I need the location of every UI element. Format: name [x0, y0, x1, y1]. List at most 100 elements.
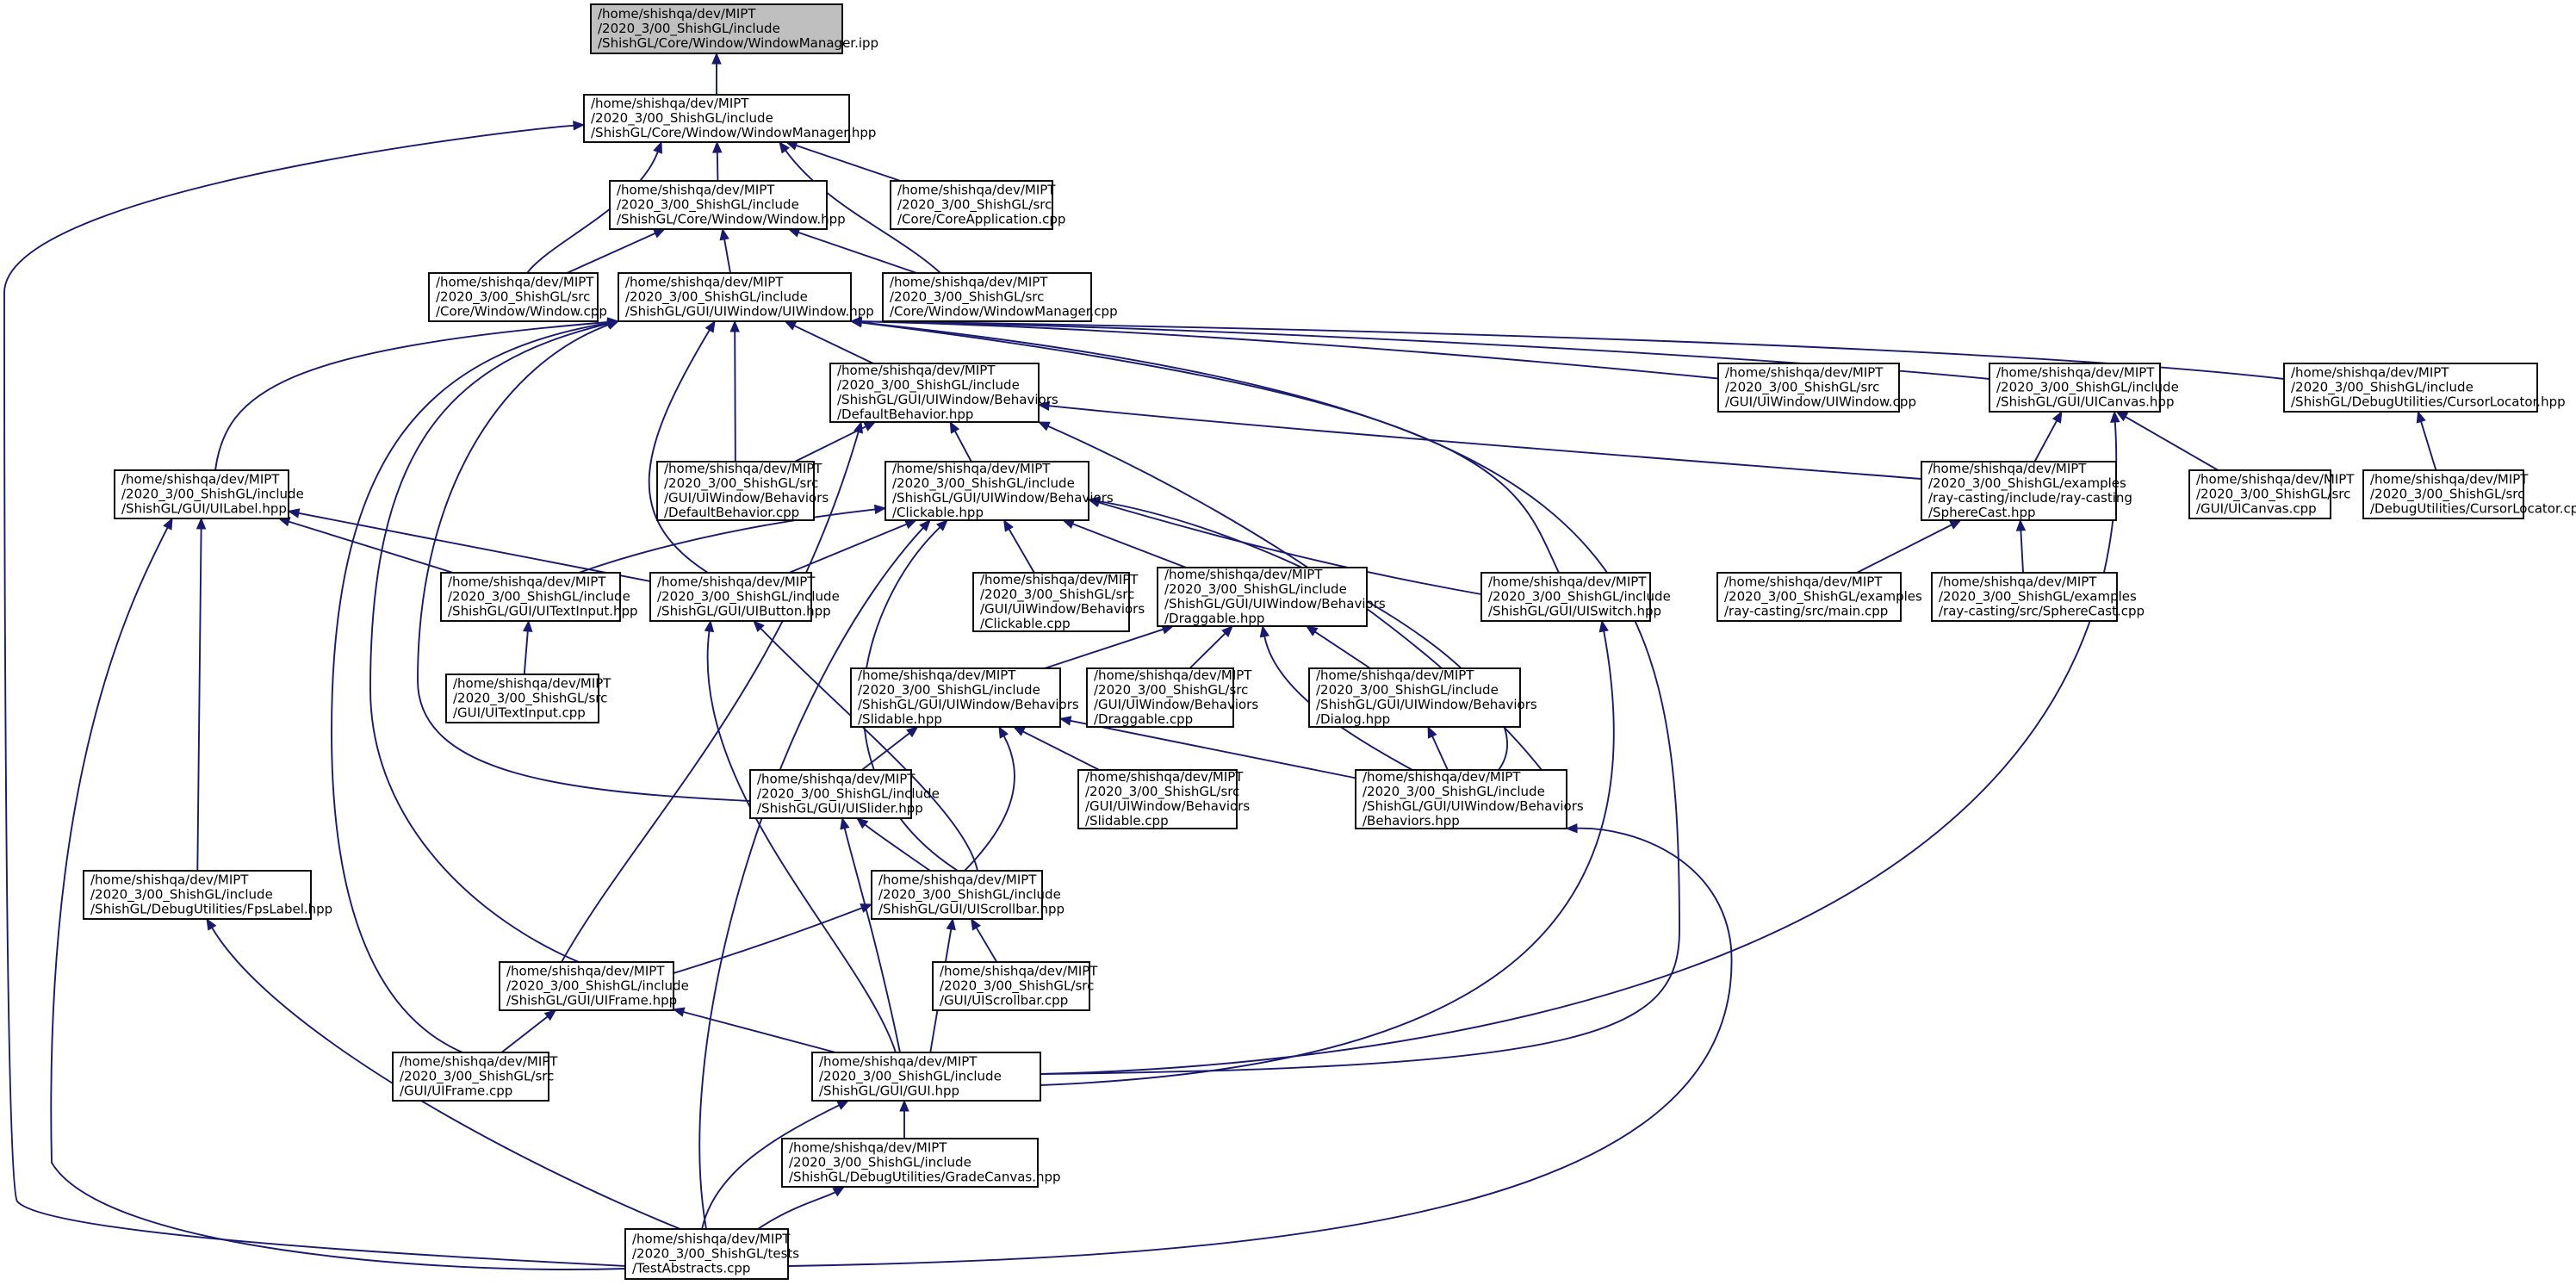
node-box-testabstracts_cpp[interactable]: [624, 1228, 789, 1280]
node-coreapp_cpp[interactable]: /home/shishqa/dev/MIPT/2020_3/00_ShishGL…: [890, 180, 1065, 230]
node-box-uiframe_hpp[interactable]: [499, 961, 674, 1011]
node-box-uiwindow_cpp[interactable]: [1717, 363, 1900, 413]
node-defbeh_cpp[interactable]: /home/shishqa/dev/MIPT/2020_3/00_ShishGL…: [656, 461, 829, 521]
node-box-clickable_hpp[interactable]: [885, 461, 1089, 521]
node-box-wm_ipp[interactable]: [590, 3, 843, 54]
node-box-uilabel_hpp[interactable]: [114, 469, 289, 519]
node-label-line: /GUI/UICanvas.cpp: [2196, 501, 2317, 517]
node-uiswitch_hpp[interactable]: /home/shishqa/dev/MIPT/2020_3/00_ShishGL…: [1480, 572, 1671, 622]
node-label-line: /Core/Window/WindowManager.cpp: [890, 304, 1118, 320]
node-box-defbeh_hpp[interactable]: [829, 363, 1040, 423]
node-cursorloc_cpp[interactable]: /home/shishqa/dev/MIPT/2020_3/00_ShishGL…: [2362, 469, 2576, 519]
node-box-wm_cpp[interactable]: [882, 272, 1092, 322]
node-clickable_cpp[interactable]: /home/shishqa/dev/MIPT/2020_3/00_ShishGL…: [972, 572, 1145, 632]
node-box-wm_hpp[interactable]: [583, 94, 850, 143]
node-box-uitextinput_hpp[interactable]: [440, 572, 621, 622]
node-window_cpp[interactable]: /home/shishqa/dev/MIPT/2020_3/00_ShishGL…: [428, 272, 607, 322]
node-label-line: /TestAbstracts.cpp: [632, 1261, 750, 1276]
node-box-uicanvas_hpp[interactable]: [1989, 363, 2161, 413]
node-gradecanvas_hpp[interactable]: /home/shishqa/dev/MIPT/2020_3/00_ShishGL…: [781, 1138, 1061, 1188]
edge-defbeh_cpp-to-defbeh_hpp: [794, 425, 866, 462]
node-uiscrollbar_hpp[interactable]: /home/shishqa/dev/MIPT/2020_3/00_ShishGL…: [871, 870, 1065, 920]
node-box-defbeh_cpp[interactable]: [656, 461, 815, 521]
node-box-uicanvas_cpp[interactable]: [2188, 469, 2331, 519]
node-uitextinput_hpp[interactable]: /home/shishqa/dev/MIPT/2020_3/00_ShishGL…: [440, 572, 638, 622]
arrowhead-testabstracts_cpp-to-clickable_hpp: [919, 519, 931, 532]
node-label-line: /home/shishqa/dev/MIPT: [1996, 365, 2155, 381]
node-label-line: /GUI/UITextInput.cpp: [453, 705, 586, 721]
node-box-main_cpp[interactable]: [1716, 572, 1902, 622]
node-slidable_hpp[interactable]: /home/shishqa/dev/MIPT/2020_3/00_ShishGL…: [850, 667, 1079, 728]
node-box-slidable_hpp[interactable]: [850, 667, 1061, 728]
node-slidable_cpp[interactable]: /home/shishqa/dev/MIPT/2020_3/00_ShishGL…: [1077, 769, 1250, 829]
node-uiwindow_hpp[interactable]: /home/shishqa/dev/MIPT/2020_3/00_ShishGL…: [618, 272, 874, 322]
node-box-uislider_hpp[interactable]: [749, 769, 912, 819]
node-spherecast_hpp[interactable]: /home/shishqa/dev/MIPT/2020_3/00_ShishGL…: [1921, 461, 2132, 521]
node-defbeh_hpp[interactable]: /home/shishqa/dev/MIPT/2020_3/00_ShishGL…: [829, 363, 1058, 423]
node-box-coreapp_cpp[interactable]: [890, 180, 1053, 230]
node-box-uiscrollbar_cpp[interactable]: [932, 961, 1090, 1011]
node-wm_hpp[interactable]: /home/shishqa/dev/MIPT/2020_3/00_ShishGL…: [583, 94, 876, 143]
node-wm_cpp[interactable]: /home/shishqa/dev/MIPT/2020_3/00_ShishGL…: [882, 272, 1118, 322]
node-cursorloc_hpp[interactable]: /home/shishqa/dev/MIPT/2020_3/00_ShishGL…: [2283, 363, 2566, 413]
node-box-spherecast_hpp[interactable]: [1921, 461, 2117, 521]
node-box-draggable_hpp[interactable]: [1157, 567, 1368, 627]
node-uiframe_cpp[interactable]: /home/shishqa/dev/MIPT/2020_3/00_ShishGL…: [392, 1052, 558, 1102]
node-box-uiframe_cpp[interactable]: [392, 1052, 549, 1102]
node-box-window_cpp[interactable]: [428, 272, 599, 322]
edge-behaviors_hpp-to-slidable_hpp: [1070, 719, 1356, 779]
node-box-cursorloc_cpp[interactable]: [2362, 469, 2524, 519]
edge-defbeh_hpp-to-uiwindow_hpp: [793, 325, 874, 364]
node-uicanvas_cpp[interactable]: /home/shishqa/dev/MIPT/2020_3/00_ShishGL…: [2188, 469, 2355, 519]
node-box-window_hpp[interactable]: [609, 180, 828, 230]
node-dialog_hpp[interactable]: /home/shishqa/dev/MIPT/2020_3/00_ShishGL…: [1308, 667, 1537, 728]
node-uiwindow_cpp[interactable]: /home/shishqa/dev/MIPT/2020_3/00_ShishGL…: [1717, 363, 1916, 413]
node-clickable_hpp[interactable]: /home/shishqa/dev/MIPT/2020_3/00_ShishGL…: [885, 461, 1114, 521]
node-main_cpp[interactable]: /home/shishqa/dev/MIPT/2020_3/00_ShishGL…: [1716, 572, 1922, 622]
node-box-clickable_cpp[interactable]: [972, 572, 1130, 632]
node-uitextinput_cpp[interactable]: /home/shishqa/dev/MIPT/2020_3/00_ShishGL…: [445, 674, 611, 723]
node-label-line: /home/shishqa/dev/MIPT: [1488, 574, 1647, 590]
node-box-fpslabel_hpp[interactable]: [83, 870, 312, 920]
node-uilabel_hpp[interactable]: /home/shishqa/dev/MIPT/2020_3/00_ShishGL…: [114, 469, 304, 519]
node-box-gradecanvas_hpp[interactable]: [781, 1138, 1039, 1188]
node-wm_ipp[interactable]: /home/shishqa/dev/MIPT/2020_3/00_ShishGL…: [590, 3, 878, 54]
node-uiframe_hpp[interactable]: /home/shishqa/dev/MIPT/2020_3/00_ShishGL…: [499, 961, 689, 1011]
node-uislider_hpp[interactable]: /home/shishqa/dev/MIPT/2020_3/00_ShishGL…: [749, 769, 940, 819]
node-box-slidable_cpp[interactable]: [1077, 769, 1238, 829]
node-box-cursorloc_hpp[interactable]: [2283, 363, 2538, 413]
node-box-behaviors_hpp[interactable]: [1355, 769, 1567, 829]
node-draggable_cpp[interactable]: /home/shishqa/dev/MIPT/2020_3/00_ShishGL…: [1086, 667, 1258, 728]
node-uibutton_hpp[interactable]: /home/shishqa/dev/MIPT/2020_3/00_ShishGL…: [649, 572, 840, 622]
node-box-uiscrollbar_hpp[interactable]: [871, 870, 1043, 920]
node-box-dialog_hpp[interactable]: [1308, 667, 1521, 728]
edge-defbeh_cpp-to-uiwindow_hpp: [734, 331, 736, 462]
node-label-line: /2020_3/00_ShishGL/examples: [1724, 589, 1922, 605]
node-uicanvas_hpp[interactable]: /home/shishqa/dev/MIPT/2020_3/00_ShishGL…: [1989, 363, 2179, 413]
arrowhead-cursorloc_cpp-to-cursorloc_hpp: [2416, 410, 2426, 424]
node-box-draggable_cpp[interactable]: [1086, 667, 1234, 728]
node-fpslabel_hpp[interactable]: /home/shishqa/dev/MIPT/2020_3/00_ShishGL…: [83, 870, 332, 920]
node-behaviors_hpp[interactable]: /home/shishqa/dev/MIPT/2020_3/00_ShishGL…: [1355, 769, 1584, 829]
arrowhead-draggable_cpp-to-draggable_hpp: [1221, 625, 1233, 637]
node-draggable_hpp[interactable]: /home/shishqa/dev/MIPT/2020_3/00_ShishGL…: [1157, 567, 1386, 627]
node-box-uibutton_hpp[interactable]: [649, 572, 812, 622]
node-label-line: /2020_3/00_ShishGL/include: [625, 289, 808, 306]
node-testabstracts_cpp[interactable]: /home/shishqa/dev/MIPT/2020_3/00_ShishGL…: [624, 1228, 799, 1280]
node-box-uitextinput_cpp[interactable]: [445, 674, 599, 723]
node-spherecast_cpp[interactable]: /home/shishqa/dev/MIPT/2020_3/00_ShishGL…: [1931, 572, 2145, 622]
node-label-line: /ShishGL/GUI/UILabel.hpp: [121, 501, 287, 517]
node-box-uiswitch_hpp[interactable]: [1480, 572, 1651, 622]
node-window_hpp[interactable]: /home/shishqa/dev/MIPT/2020_3/00_ShishGL…: [609, 180, 846, 230]
node-gui_hpp[interactable]: /home/shishqa/dev/MIPT/2020_3/00_ShishGL…: [811, 1052, 1041, 1102]
node-label-line: /home/shishqa/dev/MIPT: [890, 275, 1048, 290]
node-box-gui_hpp[interactable]: [811, 1052, 1041, 1102]
node-uiscrollbar_cpp[interactable]: /home/shishqa/dev/MIPT/2020_3/00_ShishGL…: [932, 961, 1098, 1011]
node-label-line: /2020_3/00_ShishGL/include: [858, 682, 1040, 698]
edge-dialog_hpp-to-draggable_hpp: [1314, 630, 1371, 669]
arrowhead-uislider_hpp-to-slidable_hpp: [906, 726, 919, 738]
node-box-spherecast_cpp[interactable]: [1931, 572, 2118, 622]
node-box-uiwindow_hpp[interactable]: [618, 272, 852, 322]
edge-uiscrollbar_hpp-to-slidable_hpp: [964, 736, 1015, 872]
edge-gui_hpp-to-uiwindow_hpp: [860, 321, 1680, 1075]
